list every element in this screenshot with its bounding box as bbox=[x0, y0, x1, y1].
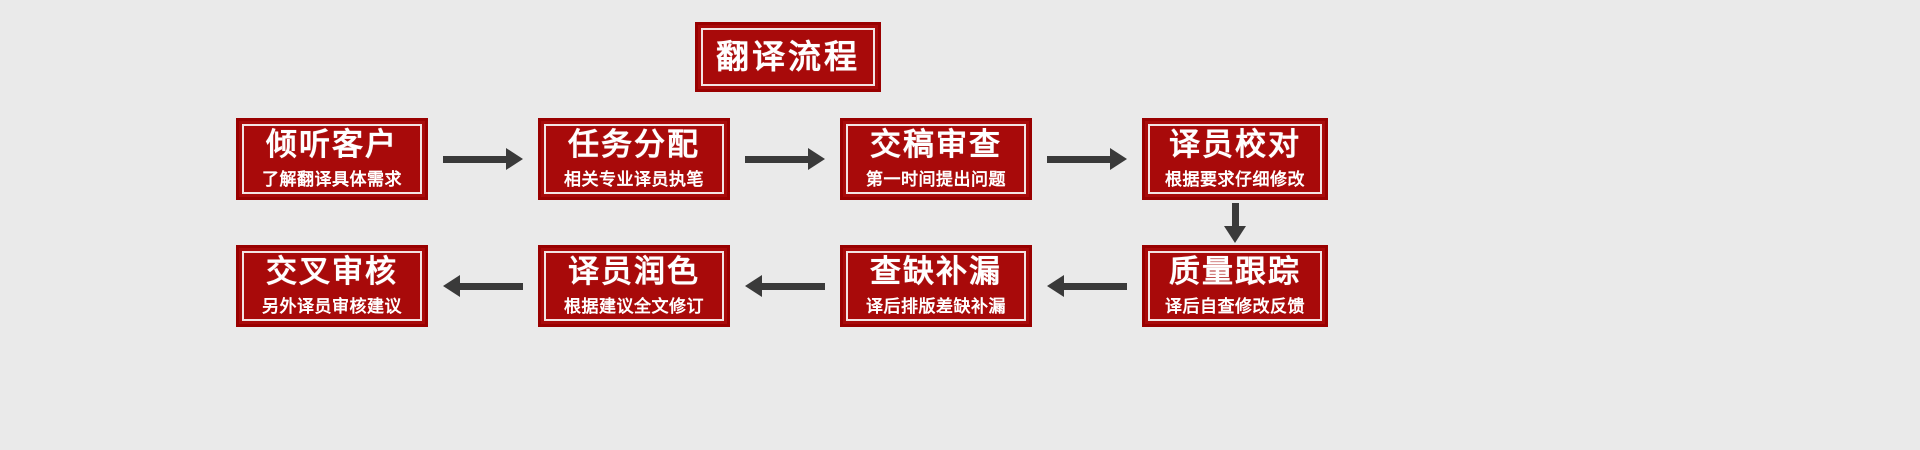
arrow-step5-to-step6-icon bbox=[1047, 275, 1127, 297]
step-node-8: 交叉审核 另外译员审核建议 bbox=[236, 245, 428, 327]
step-8-title: 交叉审核 bbox=[266, 253, 398, 290]
step-node-6: 查缺补漏 译后排版差缺补漏 bbox=[840, 245, 1032, 327]
arrow-head-right bbox=[506, 148, 523, 170]
step-5-subtitle: 译后自查修改反馈 bbox=[1165, 296, 1305, 317]
step-6-subtitle: 译后排版差缺补漏 bbox=[866, 296, 1006, 317]
arrow-head-right bbox=[1110, 148, 1127, 170]
step-4-subtitle: 根据要求仔细修改 bbox=[1165, 169, 1305, 190]
step-node-7-inner: 译员润色 根据建议全文修订 bbox=[544, 251, 724, 321]
arrow-step3-to-step4-icon bbox=[1047, 148, 1127, 170]
arrow-shaft bbox=[745, 155, 808, 163]
flowchart-title-label: 翻译流程 bbox=[716, 36, 860, 76]
step-node-2: 任务分配 相关专业译员执笔 bbox=[538, 118, 730, 200]
arrow-step6-to-step7-icon bbox=[745, 275, 825, 297]
step-node-1: 倾听客户 了解翻译具体需求 bbox=[236, 118, 428, 200]
step-2-title: 任务分配 bbox=[568, 126, 700, 163]
arrow-shaft bbox=[1064, 282, 1127, 290]
arrow-shaft bbox=[460, 282, 523, 290]
arrow-head-left bbox=[745, 275, 762, 297]
step-3-subtitle: 第一时间提出问题 bbox=[866, 169, 1006, 190]
step-node-6-inner: 查缺补漏 译后排版差缺补漏 bbox=[846, 251, 1026, 321]
arrow-step7-to-step8-icon bbox=[443, 275, 523, 297]
step-node-2-inner: 任务分配 相关专业译员执笔 bbox=[544, 124, 724, 194]
arrow-head-left bbox=[443, 275, 460, 297]
arrow-step4-to-step5-icon bbox=[1224, 203, 1246, 243]
step-node-1-inner: 倾听客户 了解翻译具体需求 bbox=[242, 124, 422, 194]
arrow-shaft bbox=[1047, 155, 1110, 163]
step-node-7: 译员润色 根据建议全文修订 bbox=[538, 245, 730, 327]
step-3-title: 交稿审查 bbox=[870, 126, 1002, 163]
flowchart-title-box: 翻译流程 bbox=[695, 22, 881, 92]
step-node-5: 质量跟踪 译后自查修改反馈 bbox=[1142, 245, 1328, 327]
step-8-subtitle: 另外译员审核建议 bbox=[262, 296, 402, 317]
step-node-5-inner: 质量跟踪 译后自查修改反馈 bbox=[1148, 251, 1322, 321]
arrow-head-down bbox=[1224, 226, 1246, 243]
step-node-4-inner: 译员校对 根据要求仔细修改 bbox=[1148, 124, 1322, 194]
step-1-title: 倾听客户 bbox=[266, 126, 398, 163]
arrow-shaft bbox=[443, 155, 506, 163]
step-6-title: 查缺补漏 bbox=[870, 253, 1002, 290]
title-box-inner: 翻译流程 bbox=[701, 28, 875, 86]
step-node-4: 译员校对 根据要求仔细修改 bbox=[1142, 118, 1328, 200]
step-node-3-inner: 交稿审查 第一时间提出问题 bbox=[846, 124, 1026, 194]
arrow-head-right bbox=[808, 148, 825, 170]
step-7-subtitle: 根据建议全文修订 bbox=[564, 296, 704, 317]
step-1-subtitle: 了解翻译具体需求 bbox=[262, 169, 402, 190]
arrow-step1-to-step2-icon bbox=[443, 148, 523, 170]
arrow-head-left bbox=[1047, 275, 1064, 297]
arrow-shaft-vertical bbox=[1231, 203, 1239, 226]
step-2-subtitle: 相关专业译员执笔 bbox=[564, 169, 704, 190]
arrow-step2-to-step3-icon bbox=[745, 148, 825, 170]
step-7-title: 译员润色 bbox=[568, 253, 700, 290]
step-node-8-inner: 交叉审核 另外译员审核建议 bbox=[242, 251, 422, 321]
step-node-3: 交稿审查 第一时间提出问题 bbox=[840, 118, 1032, 200]
step-4-title: 译员校对 bbox=[1169, 126, 1301, 163]
arrow-shaft bbox=[762, 282, 825, 290]
step-5-title: 质量跟踪 bbox=[1169, 253, 1301, 290]
